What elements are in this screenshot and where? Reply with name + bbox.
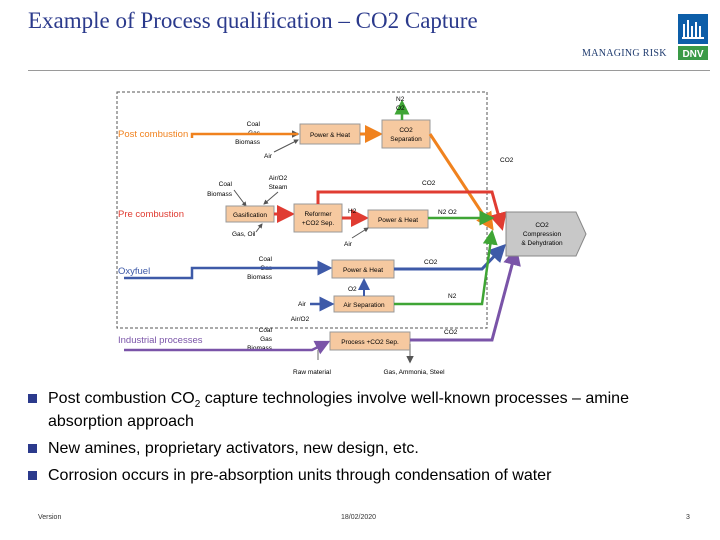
bullet-text: Corrosion occurs in pre-absorption units… [48, 467, 552, 485]
dnv-logo-text: DNV [682, 49, 703, 60]
co2-separation-label-2: Separation [390, 136, 422, 143]
post-o2-label: O2 [396, 105, 405, 112]
page-title: Example of Process qualification – CO2 C… [28, 8, 478, 33]
bullet-text: Post combustion CO [48, 390, 195, 407]
ind-fuel-coal: Coal [259, 327, 273, 334]
industrial-process-label: Process +CO2 Sep. [341, 339, 399, 346]
pre-power-heat-label: Power & Heat [378, 217, 418, 224]
ind-air-o2-label: Air/O2 [291, 316, 310, 323]
compression-label-3: & Dehydration [521, 240, 563, 247]
pre-fuel-coal: Coal [219, 181, 233, 188]
reformer-box [293, 203, 343, 233]
compression-label-1: CO2 [535, 222, 549, 229]
bullet-item: Post combustion CO2 capture technologies… [28, 390, 688, 430]
bullet-item: Corrosion occurs in pre-absorption units… [28, 467, 688, 484]
bullet-text: New amines, proprietary activators, new … [48, 440, 419, 458]
bullet-list: Post combustion CO2 capture technologies… [28, 390, 688, 494]
post-n2-label: N2 [396, 96, 405, 103]
pre-fuel-biomass: Biomass [207, 191, 233, 198]
pre-n2o2-label: N2 O2 [438, 209, 457, 216]
pre-h2-label: H2 [348, 208, 357, 215]
post-fuel-biomass: Biomass [235, 139, 261, 146]
pre-gas-oil-label: Gas, Oil [232, 231, 256, 238]
row-label-post-combustion: Post combustion [118, 129, 188, 140]
gasification-label: Gasification [233, 212, 267, 219]
ind-fuel-gas: Gas [260, 336, 273, 343]
air-separation-label: Air Separation [343, 302, 385, 309]
oxy-power-heat-label: Power & Heat [343, 267, 383, 274]
pre-air-label: Air [344, 241, 353, 248]
oxy-air-label: Air [298, 301, 307, 308]
ind-co2-label: CO2 [444, 329, 458, 336]
co2-capture-process-diagram: Post combustion Pre combustion Oxyfuel I… [116, 91, 587, 376]
managing-risk-tagline: MANAGING RISK [582, 48, 667, 59]
row-label-pre-combustion: Pre combustion [118, 209, 184, 220]
bullet-square-icon [28, 444, 37, 454]
footer-date: 18/02/2020 [341, 514, 377, 521]
ind-fuel-biomass: Biomass [247, 345, 273, 352]
co2-compression-box [505, 211, 587, 257]
co2-separation-label-1: CO2 [399, 127, 413, 134]
oxy-n2-label: N2 [448, 293, 457, 300]
oxy-fuel-biomass: Biomass [247, 274, 273, 281]
products-label: Gas, Ammonia, Steel [383, 369, 445, 376]
bullet-square-icon [28, 394, 37, 403]
bullet-square-icon [28, 471, 37, 481]
reformer-label-2: +CO2 Sep. [302, 220, 335, 227]
post-fuel-coal: Coal [247, 121, 261, 128]
post-co2-label: CO2 [500, 157, 514, 164]
row-label-oxyfuel: Oxyfuel [118, 266, 150, 277]
pre-air-o2-label: Air/O2 [269, 175, 288, 182]
reformer-label-1: Reformer [304, 211, 332, 218]
header-divider [28, 70, 710, 71]
pre-steam-label: Steam [269, 184, 288, 191]
bullet-item: New amines, proprietary activators, new … [28, 440, 688, 457]
oxy-o2-label: O2 [348, 286, 357, 293]
dnv-logo-icon: DNV [678, 14, 708, 60]
bullet-text-cont: capture technologies involve well-known … [48, 390, 629, 431]
oxy-fuel-coal: Coal [259, 256, 273, 263]
raw-material-label: Raw material [293, 369, 331, 376]
pre-co2-label: CO2 [422, 180, 436, 187]
footer-page-number: 3 [686, 514, 690, 521]
dashed-boundary [116, 91, 488, 329]
post-power-heat-label: Power & Heat [310, 132, 350, 139]
footer-version: Version [38, 514, 62, 521]
oxy-co2-label: CO2 [424, 259, 438, 266]
post-air-label: Air [264, 153, 273, 160]
row-label-industrial: Industrial processes [118, 335, 203, 346]
co2-separation-box [381, 119, 431, 149]
bullet-subscript: 2 [194, 399, 201, 411]
compression-label-2: Compression [523, 231, 562, 238]
